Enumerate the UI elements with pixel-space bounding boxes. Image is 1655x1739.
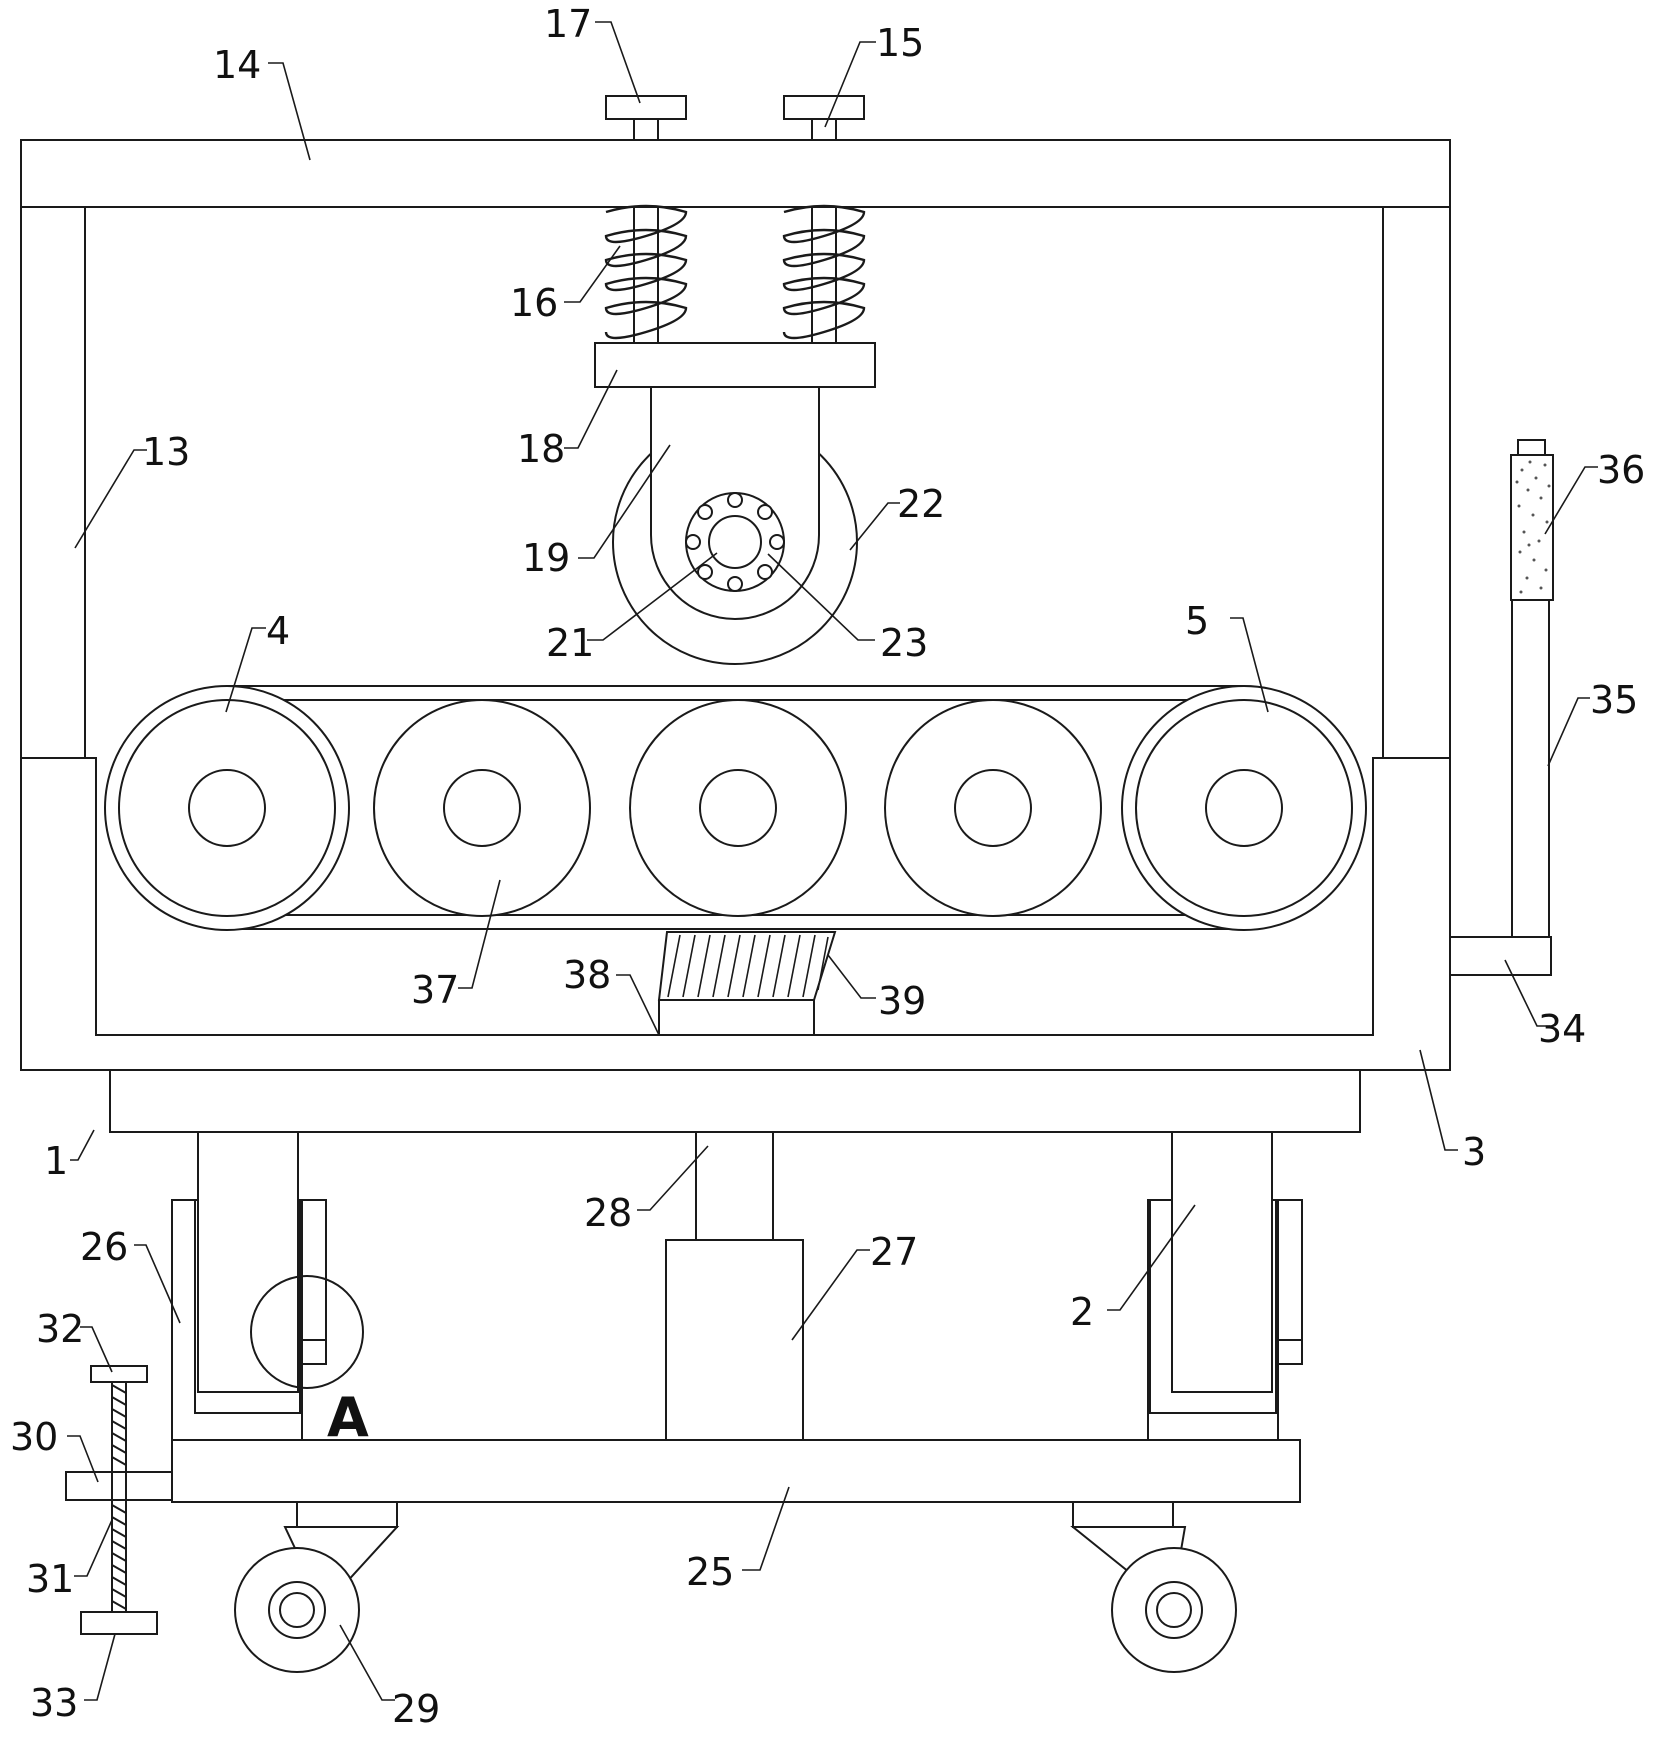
callout-29: 29 [392, 1687, 440, 1731]
callout-13: 13 [142, 430, 190, 474]
callout-16: 16 [510, 281, 558, 325]
drive-roller-4 [105, 686, 349, 930]
grip-36 [1511, 455, 1553, 600]
callout-4: 4 [266, 609, 290, 653]
press-plate-18 [595, 343, 875, 387]
callout-17: 17 [544, 2, 592, 46]
callout-26: 26 [80, 1225, 128, 1269]
callout-35: 35 [1590, 678, 1638, 722]
support-frame [66, 1132, 1302, 1502]
callout-37: 37 [411, 968, 459, 1012]
column-2-left [198, 1132, 298, 1392]
callout-23: 23 [880, 621, 928, 665]
screw-foot-33 [81, 1612, 157, 1634]
screw-cap-32 [91, 1366, 147, 1382]
idler-roller-37-a [374, 700, 590, 916]
callout-31: 31 [26, 1557, 74, 1601]
knob-17 [606, 96, 686, 119]
callout-1: 1 [44, 1139, 68, 1183]
callout-14: 14 [213, 43, 261, 87]
callout-21: 21 [546, 621, 594, 665]
piston-rod-28 [696, 1132, 773, 1240]
caster-right [1073, 1502, 1236, 1672]
callout-34: 34 [1538, 1007, 1586, 1051]
right-side-wall [1383, 207, 1450, 758]
brush-base-38 [659, 1000, 814, 1035]
callout-25: 25 [686, 1550, 734, 1594]
handle-rod-35 [1512, 600, 1549, 937]
knob-17-stem [634, 119, 658, 140]
top-cover-14 [21, 140, 1450, 207]
spring-16-right [784, 206, 864, 338]
clamp-plate-30 [66, 1472, 172, 1500]
column-2-right [1172, 1132, 1272, 1392]
spring-16-left [606, 206, 686, 338]
callout-28: 28 [584, 1191, 632, 1235]
callout-5: 5 [1185, 599, 1209, 643]
callout-2: 2 [1070, 1290, 1094, 1334]
bottom-frame-25 [172, 1440, 1300, 1502]
callout-32: 32 [36, 1307, 84, 1351]
caster-left-axle [280, 1593, 314, 1627]
idler-roller-37-b [630, 700, 846, 916]
callout-33: 33 [30, 1681, 78, 1725]
base-plate-1 [110, 1070, 1360, 1132]
callout-38: 38 [563, 953, 611, 997]
caster-left-mount [297, 1502, 397, 1527]
caster-right-mount [1073, 1502, 1173, 1527]
idler-roller-37-c [885, 700, 1101, 916]
callout-3: 3 [1462, 1130, 1486, 1174]
callout-30: 30 [10, 1415, 58, 1459]
detail-marker-a: A [327, 1386, 369, 1449]
side-plate-left [302, 1200, 326, 1340]
caster-right-axle [1157, 1593, 1191, 1627]
callout-22: 22 [897, 482, 945, 526]
callout-18: 18 [517, 427, 565, 471]
conveyor [105, 686, 1366, 930]
callout-19: 19 [522, 536, 570, 580]
handle-bracket-34 [1450, 937, 1551, 975]
side-plate-right [1278, 1200, 1302, 1340]
left-side-wall-13 [21, 207, 85, 758]
grip-cap [1518, 440, 1545, 455]
cylinder-27 [666, 1240, 803, 1440]
knob-15-stem [812, 119, 836, 140]
knob-15 [784, 96, 864, 119]
handle-assembly [1450, 440, 1553, 975]
brush-assembly [659, 932, 835, 1035]
side-plate-left-b [302, 1340, 326, 1364]
callout-27: 27 [870, 1230, 918, 1274]
axle-21 [709, 516, 761, 568]
callout-15: 15 [876, 21, 924, 65]
side-plate-right-b [1278, 1340, 1302, 1364]
drive-roller-5 [1122, 686, 1366, 930]
caster-left [235, 1502, 397, 1672]
callout-36: 36 [1597, 448, 1645, 492]
callout-39: 39 [878, 979, 926, 1023]
